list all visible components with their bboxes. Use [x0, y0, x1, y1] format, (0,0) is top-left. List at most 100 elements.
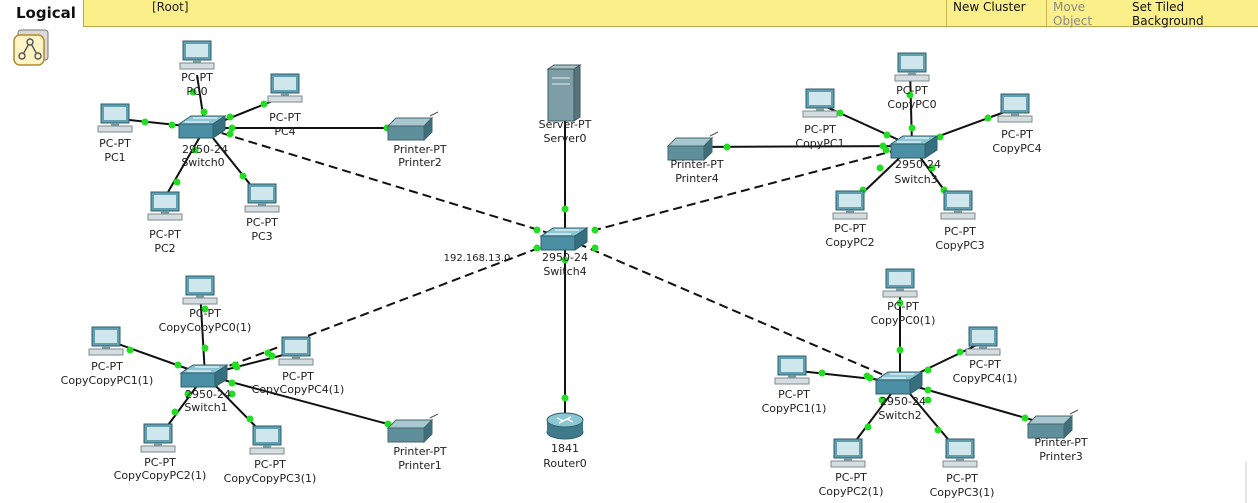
copypc4-name-label: CopyPC4	[992, 142, 1041, 155]
pc2-device[interactable]: PC-PT PC2	[147, 191, 183, 255]
pc1-device[interactable]: PC-PT PC1	[97, 103, 133, 164]
switch0-name-label: Switch0	[181, 156, 224, 169]
printer2-model-label: Printer-PT	[393, 143, 446, 156]
copypc3-device[interactable]: PC-PT CopyPC3	[935, 190, 985, 252]
printer2-device[interactable]: Printer-PT Printer2	[387, 111, 447, 169]
copypc1-1-device[interactable]: PC-PT CopyPC1(1)	[762, 355, 827, 415]
switch3-name-label: Switch3	[894, 173, 937, 186]
pc4-model-label: PC-PT	[269, 111, 301, 124]
pc-icon	[179, 40, 215, 70]
pc-icon	[97, 103, 133, 133]
cpc2b-model-label: PC-PT	[835, 471, 867, 484]
router0-device[interactable]: 1841 Router0	[543, 412, 587, 470]
pc-icon	[244, 183, 280, 213]
pc2-model-label: PC-PT	[149, 228, 181, 241]
ccpc3-model-label: PC-PT	[254, 458, 286, 471]
switch3-device[interactable]: 2950-24 Switch3	[890, 135, 941, 186]
switch-icon	[875, 371, 923, 395]
router-icon	[546, 412, 584, 440]
printer1-name-label: Printer1	[398, 459, 442, 472]
cpc4b-model-label: PC-PT	[969, 358, 1001, 371]
cpc0b-model-label: PC-PT	[887, 300, 919, 313]
copypc0-name-label: CopyPC0	[887, 98, 936, 111]
pc-icon	[965, 326, 1001, 356]
ccpc1-model-label: PC-PT	[91, 360, 123, 373]
copypc1-device[interactable]: PC-PT CopyPC1	[795, 88, 845, 150]
copypc0-model-label: PC-PT	[896, 84, 928, 97]
copycopypc1-device[interactable]: PC-PT CopyCopyPC1(1)	[61, 326, 154, 387]
copypc0-1-device[interactable]: PC-PT CopyPC0(1)	[871, 268, 936, 327]
root-path-label[interactable]: [Root]	[152, 0, 189, 14]
server0-device[interactable]: Server-PT Server0	[539, 64, 592, 145]
set-tiled-background-button[interactable]: Set Tiled Background	[1132, 0, 1204, 28]
printer4-name-label: Printer4	[675, 172, 719, 185]
switch4-model-label: 2950-24	[542, 251, 588, 264]
ccpc1-name-label: CopyCopyPC1(1)	[61, 374, 154, 387]
switch4-name-label: Switch4	[543, 265, 586, 278]
pc1-name-label: PC1	[104, 151, 125, 164]
ccpc0-name-label: CopyCopyPC0(1)	[159, 321, 252, 334]
pc-icon	[997, 93, 1033, 123]
copycopypc0-device[interactable]: PC-PT CopyCopyPC0(1)	[159, 275, 252, 334]
ccpc2-model-label: PC-PT	[144, 456, 176, 469]
cluster-navigation-icon[interactable]	[12, 29, 50, 67]
pc3-model-label: PC-PT	[246, 216, 278, 229]
copypc2-device[interactable]: PC-PT CopyPC2	[825, 190, 875, 249]
switch4-ip-label: 192.168.13.0	[444, 253, 511, 264]
switch-icon	[178, 115, 226, 139]
pc-icon	[267, 73, 303, 103]
copypc3-name-label: CopyPC3	[935, 239, 984, 252]
printer3-device[interactable]: Printer-PT Printer3	[1027, 409, 1088, 463]
switch4-device[interactable]: 2950-24 Switch4 192.168.13.0	[444, 227, 588, 278]
pc4-device[interactable]: PC-PT PC4	[267, 73, 303, 138]
copypc1-name-label: CopyPC1	[795, 137, 844, 150]
switch-icon	[540, 227, 588, 251]
copypc4-1-device[interactable]: PC-PT CopyPC4(1)	[953, 326, 1018, 385]
pc4-name-label: PC4	[274, 125, 295, 138]
logical-workspace-canvas[interactable]: PC-PT PC0 PC-PT PC4 PC-PT PC1 PC-PT PC2 …	[0, 28, 1258, 503]
switch2-name-label: Switch2	[878, 409, 921, 422]
printer1-device[interactable]: Printer-PT Printer1	[387, 413, 447, 472]
copypc2-1-device[interactable]: PC-PT CopyPC2(1)	[819, 438, 884, 498]
new-cluster-button[interactable]: New Cluster	[946, 0, 1042, 27]
logical-tab[interactable]: Logical	[0, 0, 84, 27]
pc-icon	[882, 268, 918, 298]
copypc4-device[interactable]: PC-PT CopyPC4	[992, 93, 1042, 155]
pc-icon	[249, 425, 285, 455]
copypc0-device[interactable]: PC-PT CopyPC0	[887, 52, 937, 111]
printer2-name-label: Printer2	[398, 156, 442, 169]
pc3-device[interactable]: PC-PT PC3	[244, 183, 280, 243]
pc-icon	[140, 423, 176, 453]
printer-icon	[387, 111, 439, 141]
switch0-device[interactable]: 2950-24 Switch0	[178, 115, 228, 169]
ccpc3-name-label: CopyCopyPC3(1)	[224, 472, 317, 485]
switch1-name-label: Switch1	[184, 401, 227, 414]
ccpc2-name-label: CopyCopyPC2(1)	[114, 469, 207, 482]
pc-icon	[832, 190, 868, 220]
ccpc0-model-label: PC-PT	[189, 307, 221, 320]
switch2-device[interactable]: 2950-24 Switch2	[875, 371, 926, 422]
router0-name-label: Router0	[543, 457, 586, 470]
copycopypc3-device[interactable]: PC-PT CopyCopyPC3(1)	[224, 425, 317, 485]
copypc3-1-device[interactable]: PC-PT CopyPC3(1)	[930, 438, 995, 499]
pc-icon	[182, 275, 218, 305]
server0-model-label: Server-PT	[539, 118, 592, 131]
copypc1-model-label: PC-PT	[804, 123, 836, 136]
copypc2-name-label: CopyPC2	[825, 236, 874, 249]
cpc0b-name-label: CopyPC0(1)	[871, 314, 936, 327]
pc0-device[interactable]: PC-PT PC0	[179, 40, 215, 98]
switch1-model-label: 2950-24	[185, 388, 231, 401]
switch0-model-label: 2950-24	[182, 143, 228, 156]
copycopypc2-device[interactable]: PC-PT CopyCopyPC2(1)	[114, 423, 207, 482]
pc-icon	[942, 438, 978, 468]
printer3-name-label: Printer3	[1039, 450, 1083, 463]
pc1-model-label: PC-PT	[99, 137, 131, 150]
printer-icon	[387, 413, 439, 443]
copycopypc4-device[interactable]: PC-PT CopyCopyPC4(1)	[252, 336, 345, 396]
ccpc4-model-label: PC-PT	[282, 370, 314, 383]
pc-icon	[88, 326, 124, 356]
switch1-device[interactable]: 2950-24 Switch1	[180, 364, 231, 414]
move-object-button[interactable]: Move Object	[1046, 0, 1128, 28]
printer-icon	[667, 131, 719, 161]
printer4-device[interactable]: Printer-PT Printer4	[667, 131, 724, 185]
